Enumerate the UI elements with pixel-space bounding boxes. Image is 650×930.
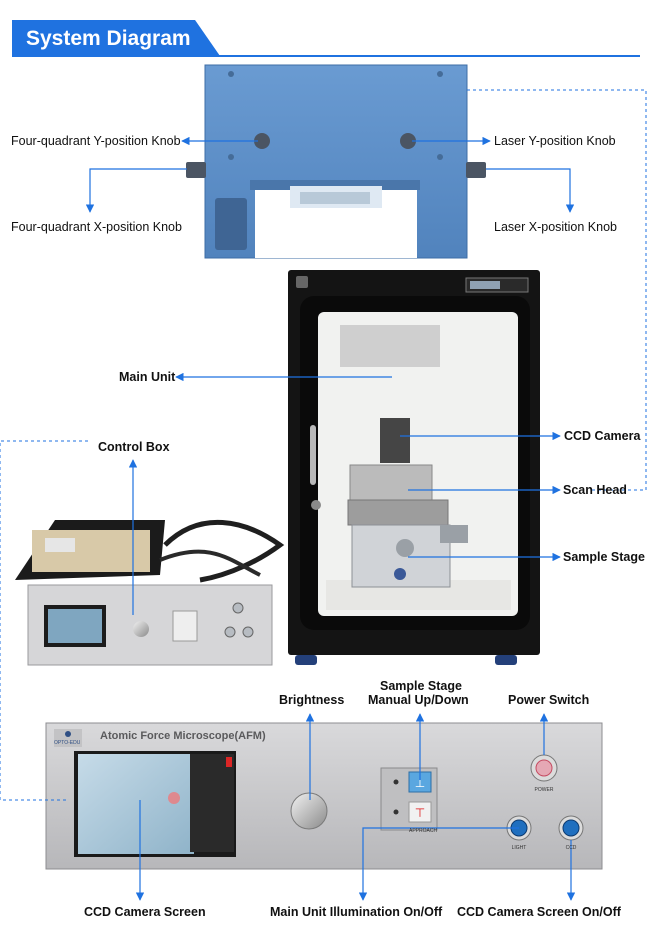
header-banner: [12, 20, 220, 56]
dashed-guides: [0, 89, 647, 801]
label-laser-x: Laser X-position Knob: [494, 220, 617, 234]
front-panel: ⊥ ⊤: [45, 722, 603, 870]
label-control-box: Control Box: [98, 440, 170, 454]
scan-head-housing: [186, 64, 486, 259]
label-laser-y: Laser Y-position Knob: [494, 134, 616, 148]
panel-device-title: Atomic Force Microscope(AFM): [100, 730, 266, 742]
main-cabinet: [288, 270, 540, 665]
panel-logo-text: OPTO-EDU: [54, 740, 81, 746]
label-main-unit-illumination: Main Unit Illumination On/Off: [270, 905, 443, 919]
ccd-label: CCD: [566, 845, 577, 851]
svg-text:⊥: ⊥: [415, 776, 425, 790]
label-scan-head: Scan Head: [563, 483, 627, 497]
label-power-switch: Power Switch: [508, 693, 590, 707]
label-sample-stage: Sample Stage: [563, 550, 645, 564]
light-label: LIGHT: [512, 845, 527, 851]
control-box: [15, 520, 285, 666]
leader-lines: [85, 136, 576, 901]
page-title: System Diagram: [26, 27, 191, 50]
header-rule: [12, 55, 640, 57]
label-main-unit: Main Unit: [119, 370, 176, 384]
approach-label: APPROACH: [409, 828, 437, 834]
label-brightness: Brightness: [279, 693, 345, 707]
power-label: POWER: [535, 787, 554, 793]
label-sample-stage-manual-1: Sample Stage: [380, 679, 462, 693]
label-four-quadrant-y: Four-quadrant Y-position Knob: [11, 134, 181, 148]
label-four-quadrant-x: Four-quadrant X-position Knob: [11, 220, 182, 234]
label-ccd-camera-screen: CCD Camera Screen: [84, 905, 206, 919]
label-sample-stage-manual-2: Manual Up/Down: [368, 693, 469, 707]
label-ccd-camera: CCD Camera: [564, 429, 641, 443]
label-ccd-screen-onoff: CCD Camera Screen On/Off: [457, 905, 621, 919]
svg-text:⊤: ⊤: [415, 806, 425, 820]
